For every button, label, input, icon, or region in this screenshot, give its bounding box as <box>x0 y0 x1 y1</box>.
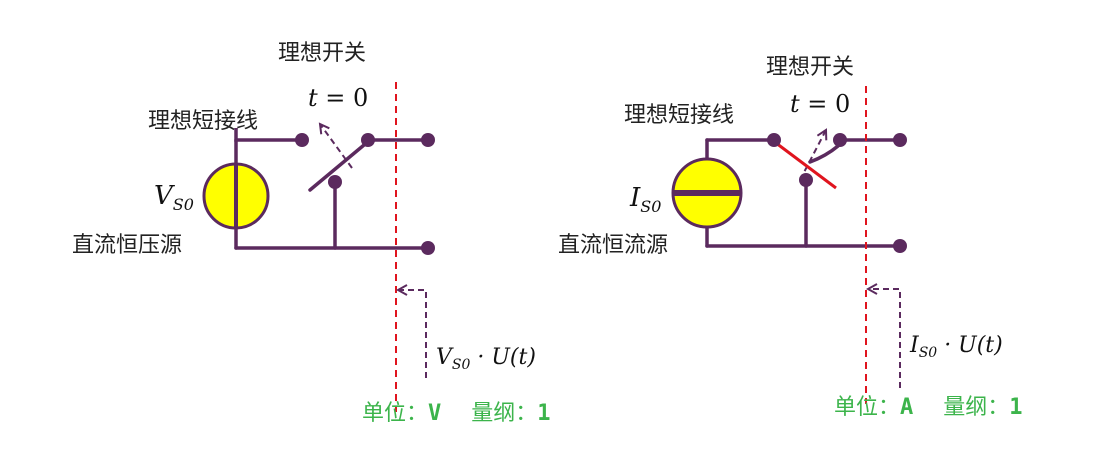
short-wire-label: 理想短接线 <box>148 109 258 134</box>
output-symbol-main: V <box>436 345 454 370</box>
dimension-label-r: 量纲： <box>943 395 1009 420</box>
unit-value-r: A <box>900 395 913 420</box>
node-output-top-r <box>893 133 907 147</box>
output-symbol-sub: S0 <box>452 357 471 373</box>
output-signal-arrow <box>398 290 427 378</box>
short-bar-red <box>771 138 837 190</box>
switch-motion-arrow <box>320 124 353 169</box>
current-source-circuit: 理想开关 理想短接线 t = 0 IS0 直流恒流源 IS0 · U(t) 单位… <box>558 55 1023 420</box>
source-name-label: 直流恒压源 <box>72 233 182 258</box>
switch-label: 理想开关 <box>278 41 366 66</box>
source-symbol: VS0 <box>154 181 194 214</box>
source-symbol-main-r: I <box>629 183 641 213</box>
time-value-r: = 0 <box>800 90 851 118</box>
short-wire-label-r: 理想短接线 <box>624 103 734 128</box>
node-output-bottom <box>421 241 435 255</box>
node-switch-pivot <box>328 175 342 189</box>
source-symbol-sub-r: S0 <box>640 197 661 216</box>
source-symbol-main: V <box>154 181 175 211</box>
unit-label-r: 单位： <box>834 395 900 420</box>
node-output-top <box>421 133 435 147</box>
output-symbol-main-r: I <box>909 333 920 358</box>
node-switch-contact <box>361 133 375 147</box>
output-expression: VS0 · U(t) <box>436 345 536 373</box>
dimension-value: 1 <box>537 401 550 426</box>
switch-blade-curved <box>808 144 840 164</box>
output-expression-r: IS0 · U(t) <box>909 333 1003 361</box>
output-signal-arrow-r <box>868 289 901 388</box>
unit-value: V <box>428 401 441 426</box>
time-variable: t <box>308 84 318 112</box>
unit-label: 单位： <box>362 401 428 426</box>
node-switch-pivot-r <box>799 173 813 187</box>
time-variable-r: t <box>790 90 800 118</box>
output-symbol-sub-r: S0 <box>919 345 938 361</box>
node-output-bottom-r <box>893 239 907 253</box>
dimension-label: 量纲： <box>471 401 537 426</box>
output-symbol-rest-r: · U(t) <box>937 333 1003 358</box>
wire-top-left <box>234 128 304 142</box>
dimension-value-r: 1 <box>1009 395 1022 420</box>
voltage-source-circuit: 理想开关 理想短接线 t = 0 VS0 直流恒压源 VS0 · U(t) 单位… <box>72 41 551 426</box>
node-short-terminal <box>295 133 309 147</box>
source-symbol-sub: S0 <box>173 195 194 214</box>
output-symbol-rest: · U(t) <box>470 345 536 370</box>
node-short-terminal-r <box>767 133 781 147</box>
switch-blade <box>308 138 372 192</box>
unit-dimension-line: 单位：V 量纲：1 <box>362 401 551 426</box>
switch-label-r: 理想开关 <box>766 55 854 80</box>
source-name-label-r: 直流恒流源 <box>558 233 668 258</box>
source-symbol-r: IS0 <box>629 183 661 216</box>
time-label: t = 0 <box>308 84 368 112</box>
unit-dimension-line-r: 单位：A 量纲：1 <box>834 395 1023 420</box>
node-switch-contact-r <box>833 133 847 147</box>
time-value: = 0 <box>318 84 369 112</box>
time-label-r: t = 0 <box>790 90 850 118</box>
